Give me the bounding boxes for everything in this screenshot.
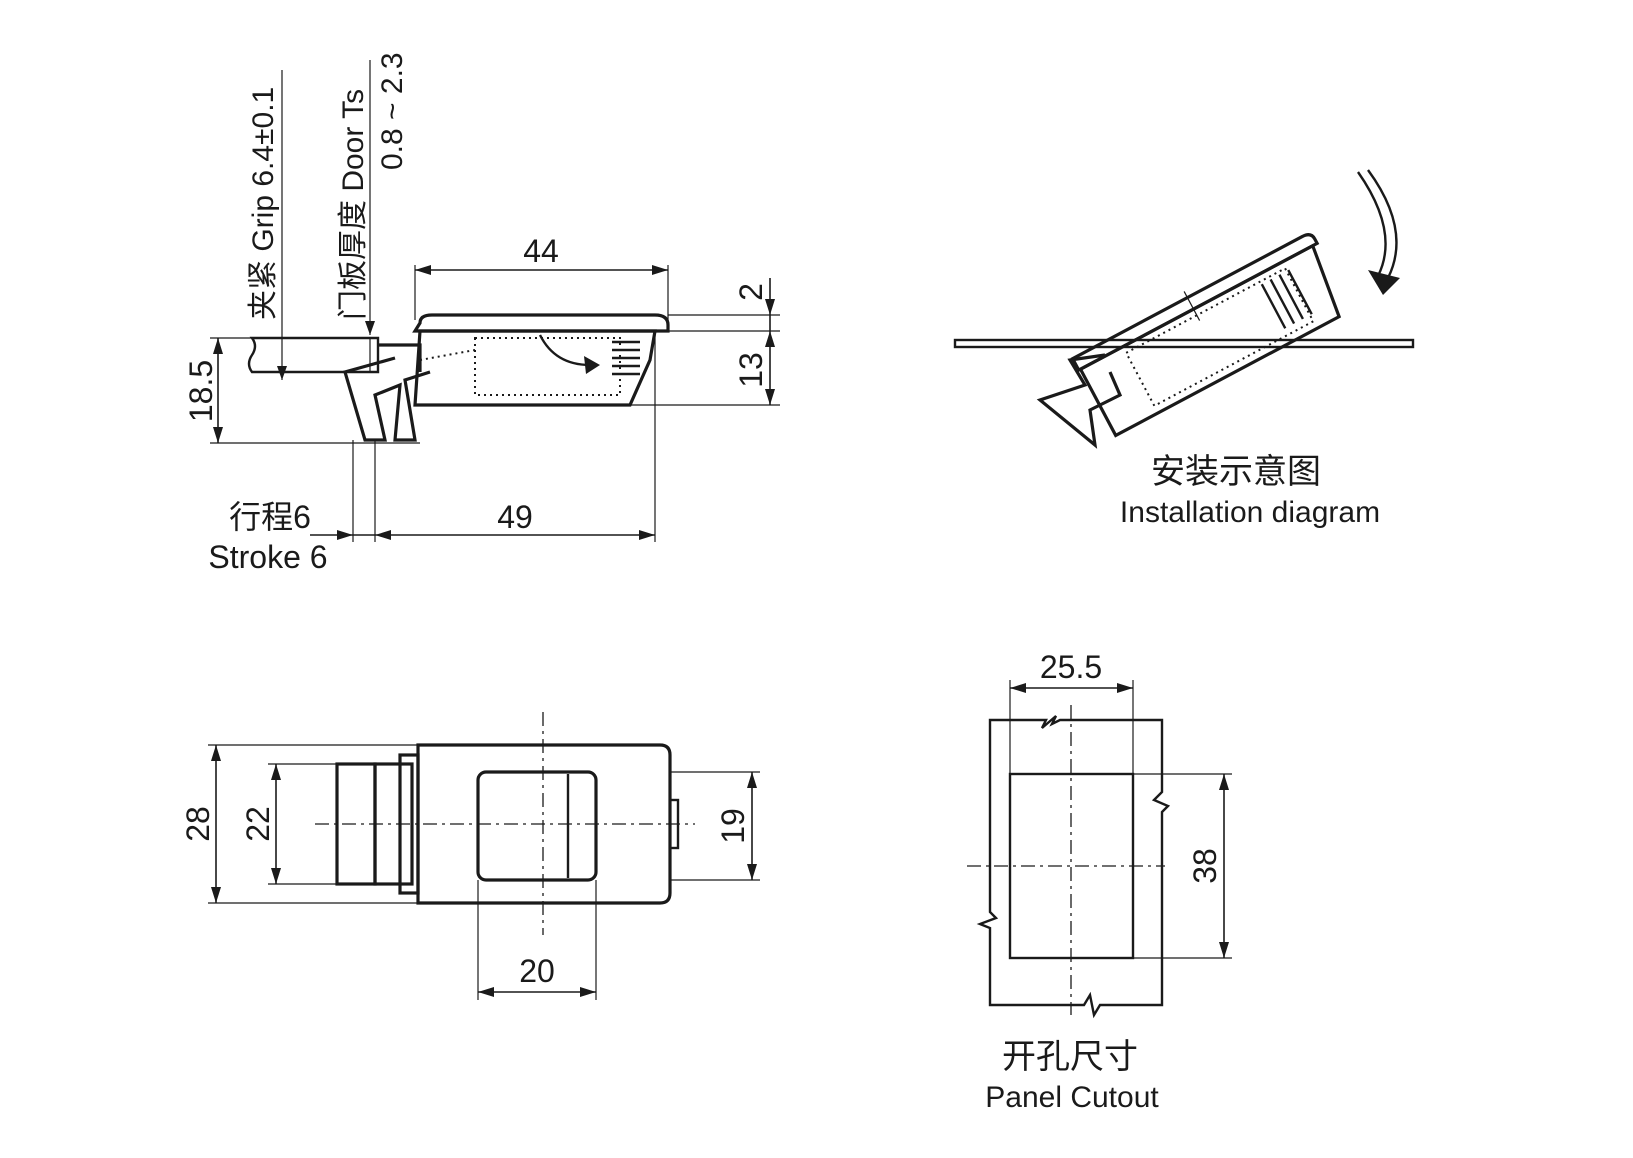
install-latch-spring: [1260, 269, 1313, 329]
dim13-arrow-top: [765, 331, 775, 347]
install-latch-body: [1078, 243, 1342, 438]
dim-19-label: 19: [715, 808, 751, 844]
grip-label: 夹紧 Grip 6.4±0.1: [247, 87, 280, 320]
dim-2-label: 2: [733, 283, 769, 301]
rotation-arrow-path: [538, 334, 591, 367]
dim-44-label: 44: [523, 233, 559, 269]
door-panel: [247, 336, 380, 374]
install-arrow-path-inner: [1357, 171, 1387, 277]
dim20-arrow-left: [478, 987, 494, 997]
dim28-arrow-top: [211, 745, 221, 761]
dim185-arrow-bottom: [213, 427, 223, 443]
install-caption-cn: 安装示意图: [1151, 453, 1321, 491]
install-latch: [1070, 233, 1342, 438]
dim-25-5-label: 25.5: [1040, 649, 1102, 685]
install-panel: [953, 338, 1415, 349]
door-label: 门板厚度 Door Ts: [337, 89, 370, 320]
cutout-caption-cn: 开孔尺寸: [1002, 1038, 1138, 1076]
top-view: 28 22 19 20: [180, 712, 760, 1000]
rotation-arrow-head: [584, 356, 600, 374]
top-view-nub: [668, 798, 680, 850]
dim-18-5-label: 18.5: [183, 360, 219, 422]
dim-49-label: 49: [497, 499, 533, 535]
latch-inner-line: [419, 349, 476, 361]
dim-28-label: 28: [180, 806, 216, 842]
cutout-view: 25.5 38 开孔尺寸 Panel Cutout: [967, 649, 1232, 1114]
dim22-arrow-bottom: [271, 868, 281, 884]
install-latch-inner: [1124, 266, 1315, 408]
dim38-arrow-bottom: [1219, 942, 1229, 958]
dim20-arrow-right: [580, 987, 596, 997]
dim28-arrow-bottom: [211, 887, 221, 903]
dim-38-label: 38: [1187, 848, 1223, 884]
cutout-panel: [976, 715, 1171, 1019]
dim255-arrow-left: [1010, 683, 1026, 693]
top-view-button: [476, 770, 598, 882]
dim22-arrow-top: [271, 764, 281, 780]
door-arrow: [365, 321, 375, 335]
stroke-cn-label: 行程6: [229, 499, 311, 535]
dim13-arrow-bottom: [765, 389, 775, 405]
stroke-arrow-left: [337, 530, 353, 540]
installation-view: 安装示意图 Installation diagram: [953, 169, 1415, 529]
dim-20-label: 20: [519, 953, 555, 989]
dim185-arrow-top: [213, 338, 223, 354]
dim44-arrow-right: [652, 265, 668, 275]
latch-hook: [378, 343, 422, 372]
dim-13-label: 13: [733, 352, 769, 388]
dim38-arrow-top: [1219, 774, 1229, 790]
top-view-housing: [416, 743, 672, 905]
install-caption-en: Installation diagram: [1120, 496, 1380, 529]
side-view: 44 2 13 18.5 49 行程6 Stroke 6 夹紧 Grip 6.4…: [183, 52, 780, 575]
install-arrow-path: [1367, 169, 1398, 279]
latch-body: [413, 329, 657, 407]
dim49-arrow-right: [639, 530, 655, 540]
top-view-claw-right: [373, 762, 414, 886]
dim19-arrow-bottom: [747, 864, 757, 880]
latch-spring: [612, 340, 640, 376]
dim19-arrow-top: [747, 772, 757, 788]
dim44-arrow-left: [415, 265, 431, 275]
install-arrow-head: [1368, 270, 1400, 295]
install-claw: [1036, 353, 1123, 449]
door-range-label: 0.8 ~ 2.3: [376, 52, 409, 170]
dim255-arrow-right: [1117, 683, 1133, 693]
install-latch-center-mark: [1183, 291, 1201, 321]
stroke-en-label: Stroke 6: [208, 539, 327, 575]
latch-flange: [412, 313, 670, 333]
top-view-step: [398, 753, 420, 895]
latch-inner-housing: [474, 337, 621, 396]
cutout-caption-en: Panel Cutout: [985, 1081, 1159, 1114]
dim2-arrow: [765, 299, 775, 315]
dim-22-label: 22: [240, 806, 276, 842]
latch-claw: [343, 356, 431, 442]
install-latch-flange: [1070, 233, 1320, 373]
dim49-arrow-left: [375, 530, 391, 540]
